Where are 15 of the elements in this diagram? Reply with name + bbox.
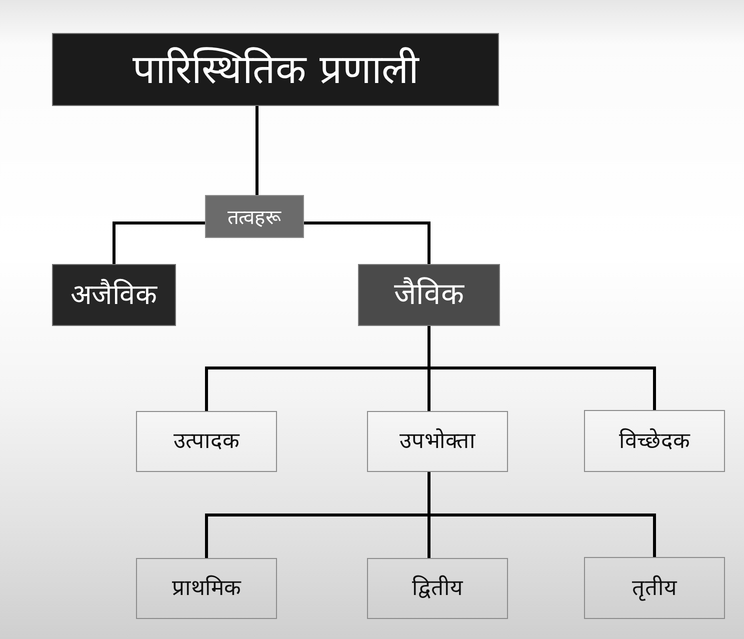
term-box: उपभोक्ता xyxy=(367,411,508,472)
connector-line xyxy=(112,222,205,264)
term-box: उत्पादक xyxy=(136,411,277,472)
heading-box: पारिस्थितिक प्रणाली xyxy=(52,33,499,106)
term-box: प्राथमिक xyxy=(136,558,277,619)
connector-line xyxy=(304,222,430,264)
term-box: तृतीय xyxy=(584,557,725,619)
term-box: जैविक xyxy=(358,264,500,326)
connector-line xyxy=(428,472,656,557)
term-box: द्वितीय xyxy=(367,558,508,619)
connector-line xyxy=(256,106,258,195)
label-box: तत्वहरू xyxy=(205,195,304,238)
term-box: अजैविक xyxy=(52,264,176,326)
term-box: विच्छेदक xyxy=(584,410,725,472)
connector-line xyxy=(428,326,656,410)
